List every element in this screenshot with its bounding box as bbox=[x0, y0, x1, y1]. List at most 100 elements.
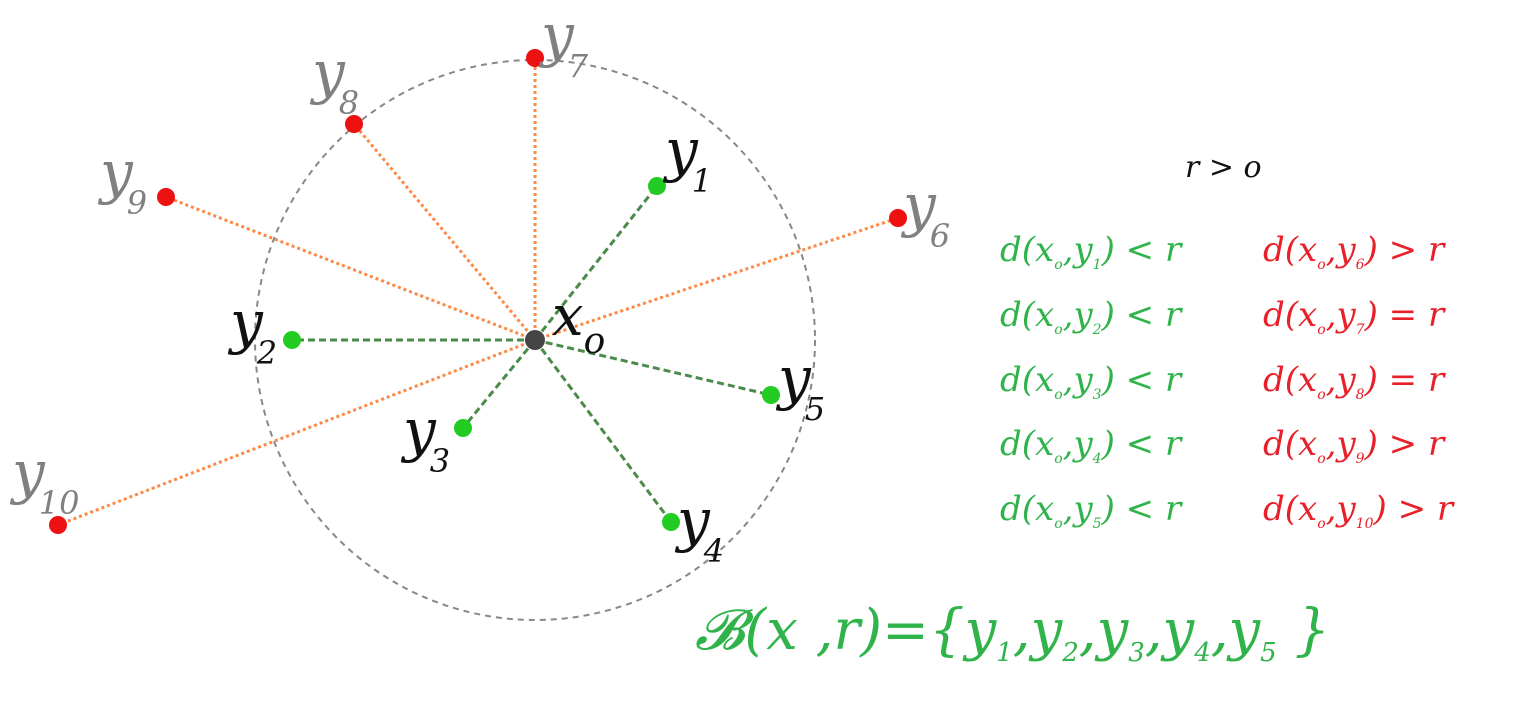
point-y3 bbox=[454, 419, 472, 437]
formula-element: y bbox=[964, 598, 997, 663]
condition-s1: o bbox=[1317, 256, 1326, 273]
label-y3: y3 bbox=[400, 396, 450, 480]
condition-s1: o bbox=[1054, 515, 1063, 532]
distance-condition: d(xo,y2) < r bbox=[1000, 290, 1181, 355]
formula-prefix: 𝓑(x ,r)={ bbox=[695, 598, 965, 663]
condition-pre: d(x bbox=[1000, 489, 1055, 530]
condition-post: ) < r bbox=[1101, 424, 1182, 465]
condition-mid: ,y bbox=[1325, 294, 1356, 335]
condition-s1: o bbox=[1054, 451, 1063, 468]
condition-pre: d(x bbox=[1263, 424, 1318, 465]
distance-line-y4 bbox=[533, 339, 673, 523]
condition-post: ) = r bbox=[1364, 294, 1445, 335]
condition-s1: o bbox=[1317, 321, 1326, 338]
distance-line-y9 bbox=[165, 195, 536, 342]
point-y4 bbox=[662, 513, 680, 531]
condition-mid: ,y bbox=[1062, 359, 1093, 400]
condition-post: ) < r bbox=[1101, 230, 1182, 270]
condition-s2: 2 bbox=[1092, 321, 1102, 338]
condition-mid: ,y bbox=[1325, 359, 1356, 400]
condition-pre: d(x bbox=[1263, 359, 1318, 400]
condition-pre: d(x bbox=[1000, 424, 1055, 465]
label-y4: y4 bbox=[674, 486, 724, 570]
formula-element: ,y bbox=[1144, 598, 1195, 663]
formula-element: ,y bbox=[1210, 598, 1261, 663]
ball-formula: 𝓑(x ,r)={y1,y2,y3,y4,y5 } bbox=[695, 598, 1330, 668]
condition-mid: ,y bbox=[1325, 489, 1356, 530]
condition-post: ) = r bbox=[1364, 359, 1445, 400]
formula-suffix: } bbox=[1276, 598, 1331, 663]
distance-condition: d(xo,y3) < r bbox=[1000, 355, 1181, 420]
formula-element: ,y bbox=[1012, 598, 1063, 663]
condition-s1: o bbox=[1317, 386, 1326, 403]
condition-s1: o bbox=[1054, 256, 1063, 273]
point-y8 bbox=[345, 115, 363, 133]
distance-condition: d(xo,y1) < r bbox=[1000, 225, 1181, 290]
label-y2: y2 bbox=[227, 288, 277, 372]
condition-mid: ,y bbox=[1062, 489, 1093, 530]
distance-condition: d(xo,y5) < r bbox=[1000, 484, 1181, 549]
condition-mid: ,y bbox=[1062, 424, 1093, 465]
condition-post: ) < r bbox=[1101, 359, 1182, 400]
condition-s1: o bbox=[1317, 451, 1326, 468]
condition-post: ) < r bbox=[1101, 294, 1182, 335]
point-y2 bbox=[283, 331, 301, 349]
condition-s2: 8 bbox=[1355, 386, 1365, 403]
condition-pre: d(x bbox=[1263, 489, 1318, 530]
label-y9: y9 bbox=[97, 138, 147, 222]
condition-mid: ,y bbox=[1062, 294, 1093, 335]
condition-s1: o bbox=[1317, 515, 1326, 532]
condition-s2: 5 bbox=[1092, 515, 1102, 532]
label-y6: y6 bbox=[900, 171, 950, 255]
distance-condition: d(xo,y9) > r bbox=[1263, 419, 1453, 484]
label-y8: y8 bbox=[309, 38, 359, 122]
formula-subscript: 1 bbox=[996, 638, 1013, 669]
condition-s2: 1 bbox=[1092, 256, 1102, 273]
formula-subscript: 3 bbox=[1128, 638, 1145, 669]
condition-pre: d(x bbox=[1000, 294, 1055, 335]
condition-s2: 7 bbox=[1355, 321, 1365, 338]
condition-mid: ,y bbox=[1325, 230, 1356, 270]
condition-post: ) > r bbox=[1364, 230, 1445, 270]
point-y1 bbox=[648, 177, 666, 195]
distance-condition: d(xo,y6) > r bbox=[1263, 225, 1453, 290]
label-y7: y7 bbox=[538, 1, 589, 85]
condition-s2: 3 bbox=[1092, 386, 1102, 403]
radius-condition: r > o bbox=[1185, 150, 1262, 185]
condition-pre: d(x bbox=[1263, 230, 1318, 270]
formula-element: ,y bbox=[1078, 598, 1129, 663]
distance-condition: d(xo,y4) < r bbox=[1000, 419, 1181, 484]
condition-post: ) > r bbox=[1373, 489, 1454, 530]
formula-subscript: 4 bbox=[1194, 638, 1211, 669]
condition-post: ) > r bbox=[1364, 424, 1445, 465]
point-y9 bbox=[157, 188, 175, 206]
distance-line-y3 bbox=[461, 339, 537, 429]
distance-condition: d(xo,y8) = r bbox=[1263, 355, 1453, 420]
distance-line-y8 bbox=[352, 123, 537, 341]
point-y7 bbox=[526, 49, 544, 67]
point-y6 bbox=[889, 209, 907, 227]
distance-condition: d(xo,y7) = r bbox=[1263, 290, 1453, 355]
condition-mid: ,y bbox=[1325, 424, 1356, 465]
condition-pre: d(x bbox=[1263, 294, 1318, 335]
label-y5: y5 bbox=[775, 344, 825, 428]
center-point-x0 bbox=[525, 330, 545, 350]
condition-pre: d(x bbox=[1000, 359, 1055, 400]
distance-line-y10 bbox=[57, 338, 536, 527]
label-y10: y10 bbox=[9, 438, 80, 522]
distance-line-y5 bbox=[534, 338, 772, 397]
condition-s2: 6 bbox=[1355, 256, 1365, 273]
point-y10 bbox=[49, 516, 67, 534]
condition-post: ) < r bbox=[1101, 489, 1182, 530]
condition-pre: d(x bbox=[1000, 230, 1055, 270]
condition-s2: 4 bbox=[1092, 451, 1102, 468]
formula-subscript: 5 bbox=[1260, 638, 1277, 669]
label-y1: y1 bbox=[662, 116, 712, 200]
condition-mid: ,y bbox=[1062, 230, 1093, 270]
condition-s1: o bbox=[1054, 386, 1063, 403]
condition-s2: 9 bbox=[1355, 451, 1365, 468]
ball-boundary-circle bbox=[254, 59, 816, 621]
